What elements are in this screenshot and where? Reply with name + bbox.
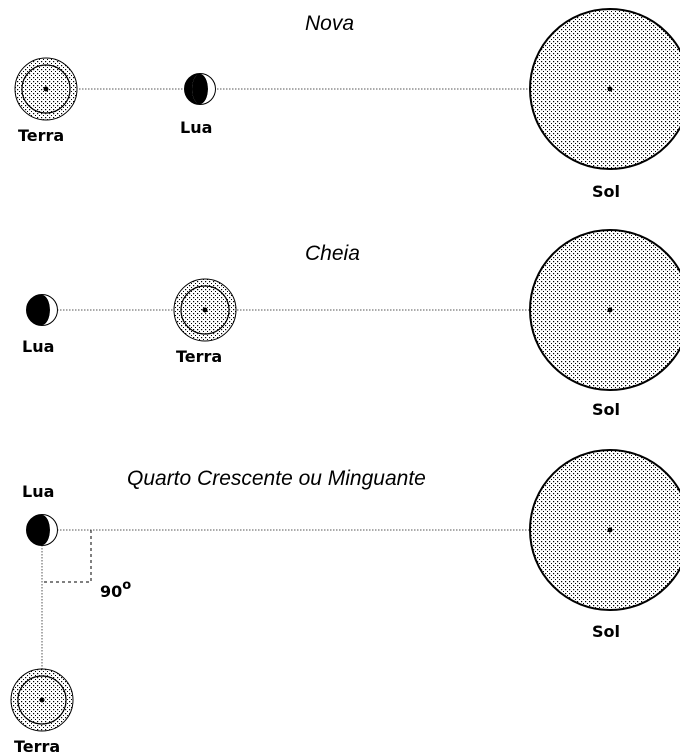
panel-nova: Nova Terra Lua Sol — [14, 8, 680, 201]
moon — [26, 514, 58, 546]
moon — [26, 294, 58, 326]
earth-label: Terra — [18, 126, 64, 145]
sun — [529, 229, 680, 391]
moon — [184, 73, 216, 105]
moon-label: Lua — [22, 482, 54, 501]
angle-label: 90o — [100, 578, 131, 601]
sun — [529, 8, 680, 170]
sun-label: Sol — [592, 622, 620, 641]
panel-title-cheia: Cheia — [305, 242, 360, 265]
panel-cheia: Cheia Lua Terra Sol — [22, 229, 680, 419]
earth — [173, 278, 237, 342]
right-angle-marker — [42, 530, 92, 583]
panel-title-quarto: Quarto Crescente ou Minguante — [127, 467, 426, 490]
moon-label: Lua — [180, 118, 212, 137]
panel-title-nova: Nova — [305, 12, 354, 35]
panel-quarto: Quarto Crescente ou Minguante 90o Lua Te… — [10, 449, 680, 756]
earth — [14, 57, 78, 121]
sun-label: Sol — [592, 182, 620, 201]
moon-label: Lua — [22, 337, 54, 356]
earth — [10, 668, 74, 732]
earth-label: Terra — [176, 347, 222, 366]
sun-label: Sol — [592, 400, 620, 419]
earth-label: Terra — [14, 737, 60, 756]
sun — [529, 449, 680, 611]
